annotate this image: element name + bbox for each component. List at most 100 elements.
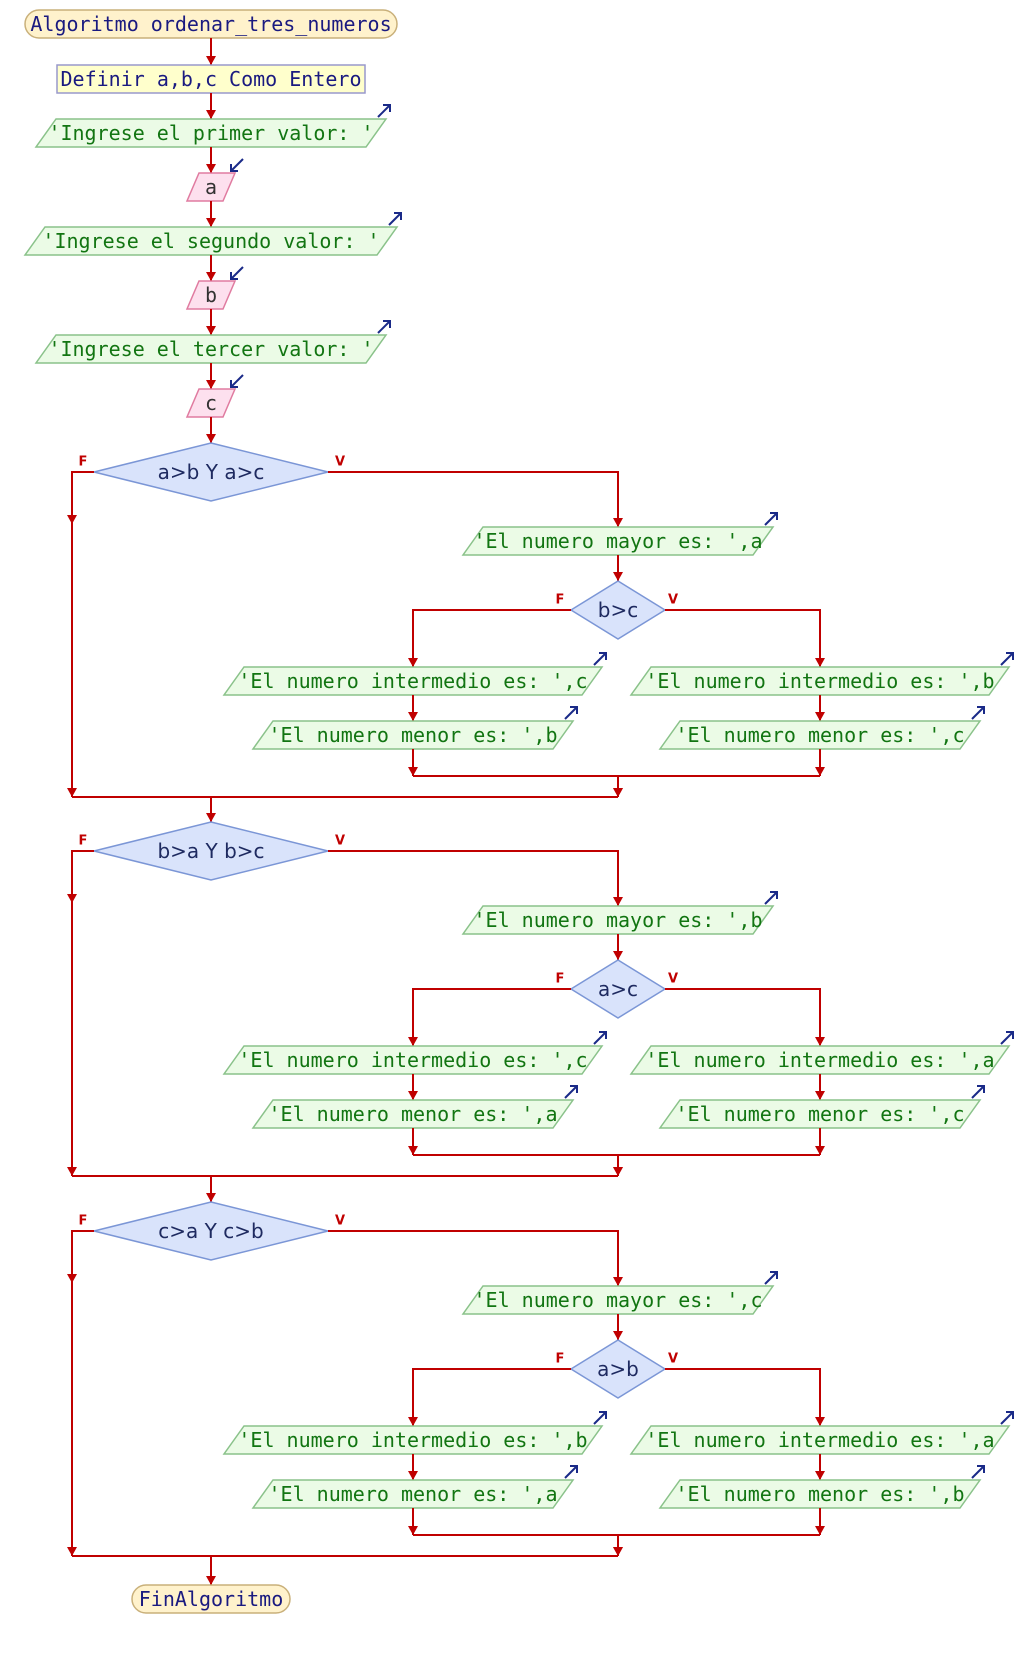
output-arrow-head <box>570 1465 578 1473</box>
block-2-mayor-output-shape <box>461 905 775 935</box>
arrow-head <box>408 1417 418 1426</box>
end-terminal-shape <box>131 1584 291 1614</box>
output-arrow-head <box>383 104 391 112</box>
block-2-true-label: V <box>335 834 345 849</box>
arrow-head <box>67 788 77 797</box>
block-1-true-intermedio: 'El numero intermedio es: ',b <box>629 652 1014 696</box>
read-c-text: c <box>205 391 217 415</box>
arrow-head <box>408 1037 418 1046</box>
prompt-primer-text: 'Ingrese el primer valor: ' <box>48 121 373 145</box>
block-3-inner-false-label: F <box>556 1352 565 1367</box>
output-arrow-icon <box>388 212 402 226</box>
block-1-false-rail <box>71 471 94 797</box>
block-3-false-rail <box>71 1230 94 1556</box>
read-b: b <box>185 266 244 310</box>
input-arrow-head <box>230 164 238 172</box>
block-2-true-menor: 'El numero menor es: ',c <box>658 1085 985 1129</box>
arrow-head <box>815 658 825 667</box>
block-1-inner-false-label: F <box>556 593 565 608</box>
output-arrow-icon <box>1000 1411 1014 1425</box>
output-arrow-icon <box>971 1085 985 1099</box>
block-3-false-menor-text: 'El numero menor es: ',a <box>269 1482 558 1506</box>
block-3-true-intermedio-text: 'El numero intermedio es: ',a <box>645 1428 994 1452</box>
block-2-inner-true-rail <box>665 988 821 1046</box>
prompt-segundo-shape <box>23 226 399 256</box>
output-arrow-icon <box>377 320 391 334</box>
prompt-tercer-text: 'Ingrese el tercer valor: ' <box>48 337 373 361</box>
read-b-shape <box>185 280 237 310</box>
block-1-inner-decision: b>c <box>569 580 667 640</box>
block-1-false-intermedio: 'El numero intermedio es: ',c <box>222 652 607 696</box>
read-c-shape <box>185 388 237 418</box>
block-2-false-label: F <box>79 834 88 849</box>
definition-box-text: Definir a,b,c Como Entero <box>60 67 361 91</box>
output-arrow-icon <box>564 706 578 720</box>
block-3-false-label: F <box>79 1214 88 1229</box>
arrow-head <box>613 897 623 906</box>
block-3-decision-shape <box>93 1201 329 1261</box>
arrow-head <box>408 767 418 776</box>
arrow-head <box>408 712 418 721</box>
arrow-head <box>408 658 418 667</box>
arrow-head <box>206 326 216 335</box>
output-arrow-head <box>1006 652 1014 660</box>
block-2-false-menor-shape <box>251 1099 575 1129</box>
arrow-head <box>815 1037 825 1046</box>
block-3-true-label: V <box>335 1214 345 1229</box>
block-3-inner-decision: a>b <box>569 1339 667 1399</box>
block-2-false-intermedio-text: 'El numero intermedio es: ',c <box>238 1048 587 1072</box>
output-arrow-icon <box>1000 652 1014 666</box>
output-arrow-icon <box>764 891 778 905</box>
output-arrow-head <box>394 212 402 220</box>
output-arrow-head <box>1006 1031 1014 1039</box>
arrow-head <box>206 110 216 119</box>
arrow-head <box>206 1193 216 1202</box>
block-1-true-menor-text: 'El numero menor es: ',c <box>676 723 965 747</box>
prompt-primer-shape <box>34 118 388 148</box>
arrow-head <box>206 434 216 443</box>
arrow-head <box>815 767 825 776</box>
arrow-head <box>67 894 77 903</box>
output-arrow-icon <box>564 1085 578 1099</box>
block-3-false-intermedio: 'El numero intermedio es: ',b <box>222 1411 607 1455</box>
block-3-true-menor: 'El numero menor es: ',b <box>658 1465 985 1509</box>
block-1-false-intermedio-text: 'El numero intermedio es: ',c <box>238 669 587 693</box>
block-3-inner-false-rail <box>412 1368 571 1426</box>
block-2-inner-decision: a>c <box>569 959 667 1019</box>
arrow-head <box>815 1091 825 1100</box>
block-3-decision: c>a Y c>b <box>93 1201 329 1261</box>
block-3-inner-decision-text: a>b <box>597 1357 639 1381</box>
output-arrow-head <box>977 706 985 714</box>
block-2-true-menor-text: 'El numero menor es: ',c <box>676 1102 965 1126</box>
block-2-true-intermedio: 'El numero intermedio es: ',a <box>629 1031 1014 1075</box>
block-2-inner-decision-shape <box>569 959 667 1019</box>
arrow-head <box>206 164 216 173</box>
output-arrow-icon <box>1000 1031 1014 1045</box>
block-2-inner-false-rail <box>412 988 571 1046</box>
output-arrow-head <box>1006 1411 1014 1419</box>
end-terminal-text: FinAlgoritmo <box>139 1587 284 1611</box>
block-1-true-menor-shape <box>658 720 982 750</box>
output-arrow-icon <box>971 1465 985 1479</box>
output-arrow-icon <box>593 1411 607 1425</box>
block-1-true-intermedio-text: 'El numero intermedio es: ',b <box>645 669 994 693</box>
arrow-head <box>613 518 623 527</box>
output-arrow-icon <box>971 706 985 720</box>
block-1-true-label: V <box>335 455 345 470</box>
read-a: a <box>185 158 244 202</box>
output-arrow-head <box>977 1465 985 1473</box>
output-arrow-icon <box>764 512 778 526</box>
arrow-head <box>408 1526 418 1535</box>
block-3-false-intermedio-text: 'El numero intermedio es: ',b <box>238 1428 587 1452</box>
block-2-inner-true-label: V <box>668 972 678 987</box>
output-arrow-head <box>977 1085 985 1093</box>
arrow-head <box>815 1526 825 1535</box>
block-3-decision-text: c>a Y c>b <box>158 1219 263 1243</box>
arrow-head <box>206 218 216 227</box>
block-3-inner-true-label: V <box>668 1352 678 1367</box>
block-2-mayor-output: 'El numero mayor es: ',b <box>461 891 778 935</box>
block-1-false-intermedio-shape <box>222 666 604 696</box>
read-a-text: a <box>205 175 217 199</box>
output-arrow-head <box>770 1271 778 1279</box>
start-terminal: Algoritmo ordenar_tres_numeros <box>24 9 398 39</box>
